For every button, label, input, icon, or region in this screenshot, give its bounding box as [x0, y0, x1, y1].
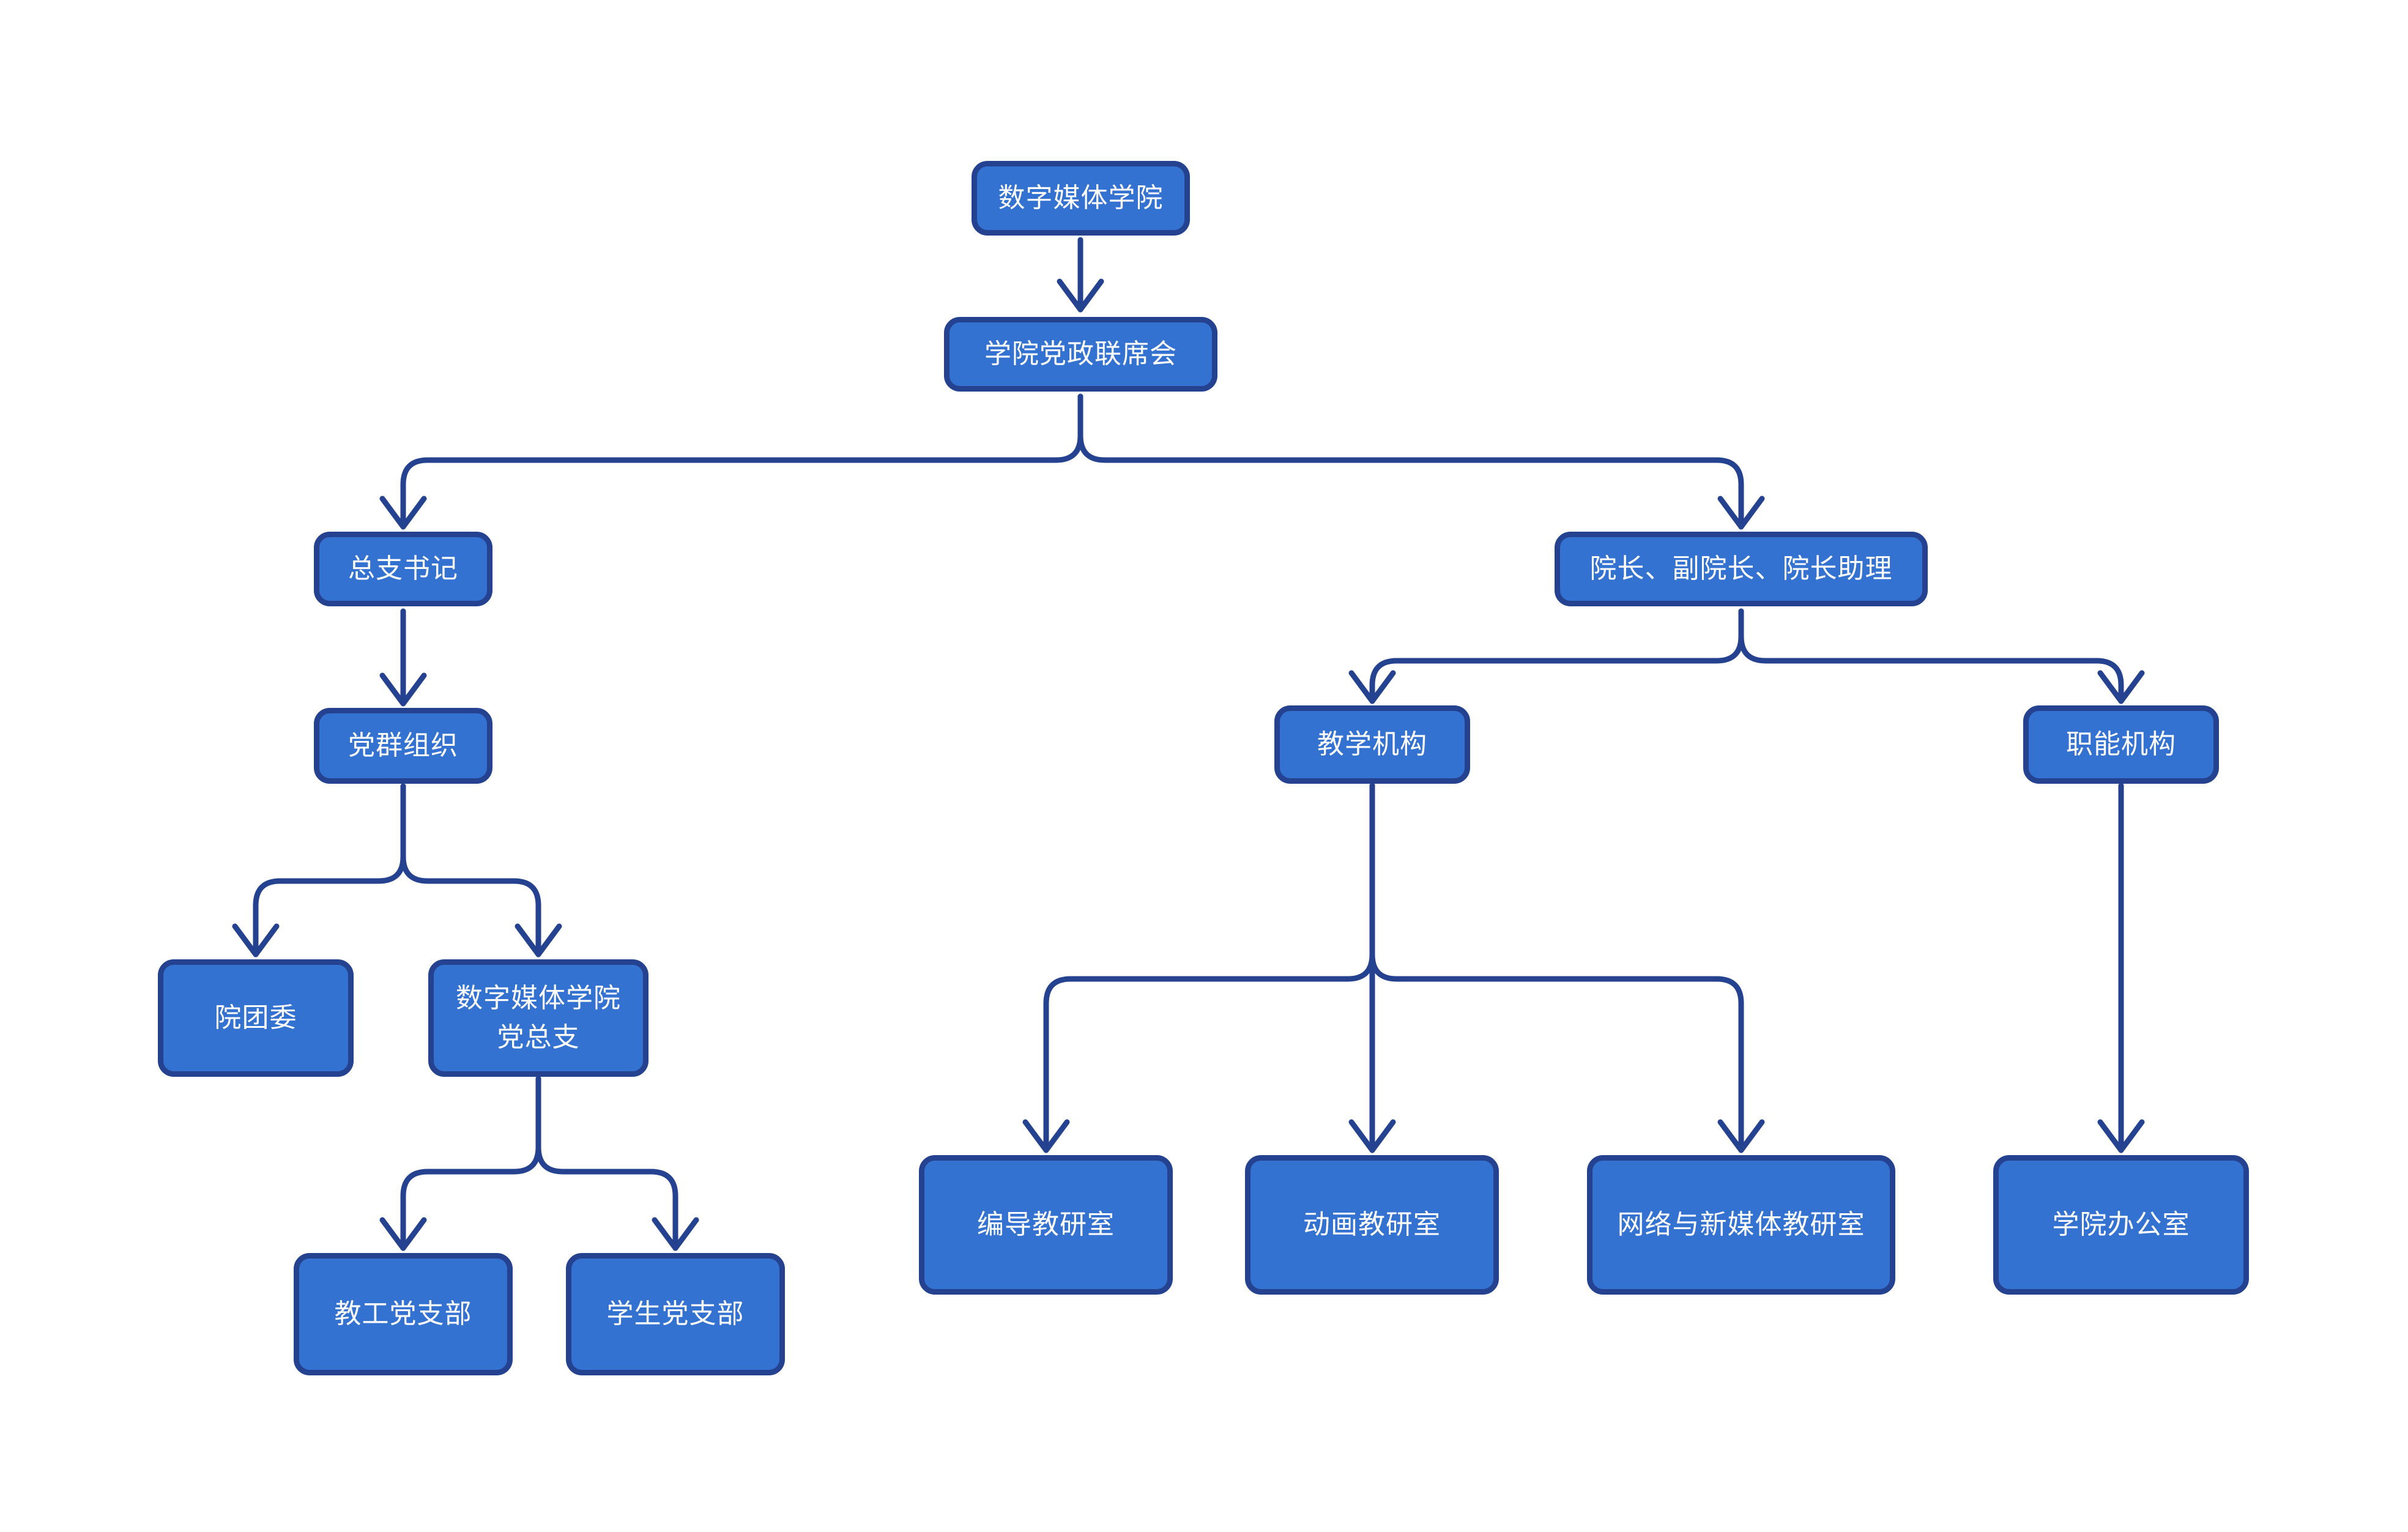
edge-teaching-directing — [1043, 783, 1375, 1153]
arrowhead-animation — [1348, 1119, 1396, 1153]
node-joint-council: 学院党政联席会 — [944, 317, 1217, 392]
node-college-office: 学院办公室 — [1993, 1155, 2249, 1295]
node-directing-office: 编导教研室 — [919, 1155, 1173, 1295]
node-party-mass-label: 党群组织 — [348, 731, 458, 761]
arrowhead-party-branch — [515, 923, 562, 958]
node-network-office-label: 网络与新媒体教研室 — [1617, 1210, 1865, 1240]
node-deans: 院长、副院长、院长助理 — [1555, 532, 1928, 606]
arrowhead-network — [1717, 1119, 1765, 1153]
node-directing-office-label: 编导教研室 — [977, 1210, 1115, 1240]
node-joint-council-label: 学院党政联席会 — [984, 339, 1177, 370]
node-functional-label: 职能机构 — [2066, 729, 2176, 760]
edge-deans-functional — [1738, 608, 2124, 704]
arrowhead-office — [2097, 1119, 2145, 1153]
node-student-branch-label: 学生党支部 — [606, 1299, 745, 1329]
arrowhead-faculty — [379, 1217, 427, 1251]
node-student-branch: 学生党支部 — [566, 1253, 785, 1375]
edge-joint-council-deans — [1077, 393, 1744, 530]
edge-joint-council-secretary — [400, 393, 1083, 530]
node-party-branch-label-line2: 党总支 — [497, 1022, 580, 1052]
edge-deans-teaching — [1369, 608, 1744, 704]
node-animation-office-label: 动画教研室 — [1303, 1210, 1441, 1240]
node-teaching: 教学机构 — [1274, 705, 1470, 784]
arrowhead-student — [652, 1217, 699, 1251]
node-secretary-label: 总支书记 — [348, 554, 458, 584]
node-network-office: 网络与新媒体教研室 — [1587, 1155, 1895, 1295]
node-party-mass: 党群组织 — [314, 708, 492, 784]
node-college-office-label: 学院办公室 — [2052, 1210, 2190, 1240]
node-animation-office: 动画教研室 — [1245, 1155, 1499, 1295]
node-youth-league-label: 院团委 — [214, 1003, 297, 1033]
node-party-branch: 数字媒体学院 党总支 — [428, 959, 648, 1077]
node-teaching-label: 教学机构 — [1317, 729, 1427, 760]
node-youth-league: 院团委 — [158, 959, 354, 1077]
arrowhead-functional — [2097, 670, 2145, 704]
node-college: 数字媒体学院 — [972, 161, 1190, 236]
node-deans-label: 院长、副院长、院长助理 — [1589, 554, 1893, 584]
node-faculty-branch: 教工党支部 — [294, 1253, 513, 1375]
arrowhead-directing — [1022, 1119, 1070, 1153]
edge-party-mass-youth-league — [253, 783, 406, 958]
arrowhead-youth-league — [232, 923, 280, 958]
node-party-branch-label-line1: 数字媒体学院 — [456, 983, 621, 1014]
edge-teaching-network — [1369, 783, 1744, 1153]
node-functional: 职能机构 — [2023, 705, 2219, 784]
arrowhead-party-mass — [379, 672, 427, 707]
arrowhead-deans — [1717, 496, 1765, 530]
edge-party-mass-party-branch — [400, 783, 541, 958]
arrowhead-joint-council — [1057, 278, 1104, 313]
arrowhead-teaching — [1348, 670, 1396, 704]
edge-party-branch-student — [535, 1076, 678, 1251]
node-college-label: 数字媒体学院 — [998, 183, 1164, 214]
node-secretary: 总支书记 — [314, 532, 492, 606]
node-faculty-branch-label: 教工党支部 — [334, 1299, 472, 1329]
arrowhead-secretary — [379, 496, 427, 530]
